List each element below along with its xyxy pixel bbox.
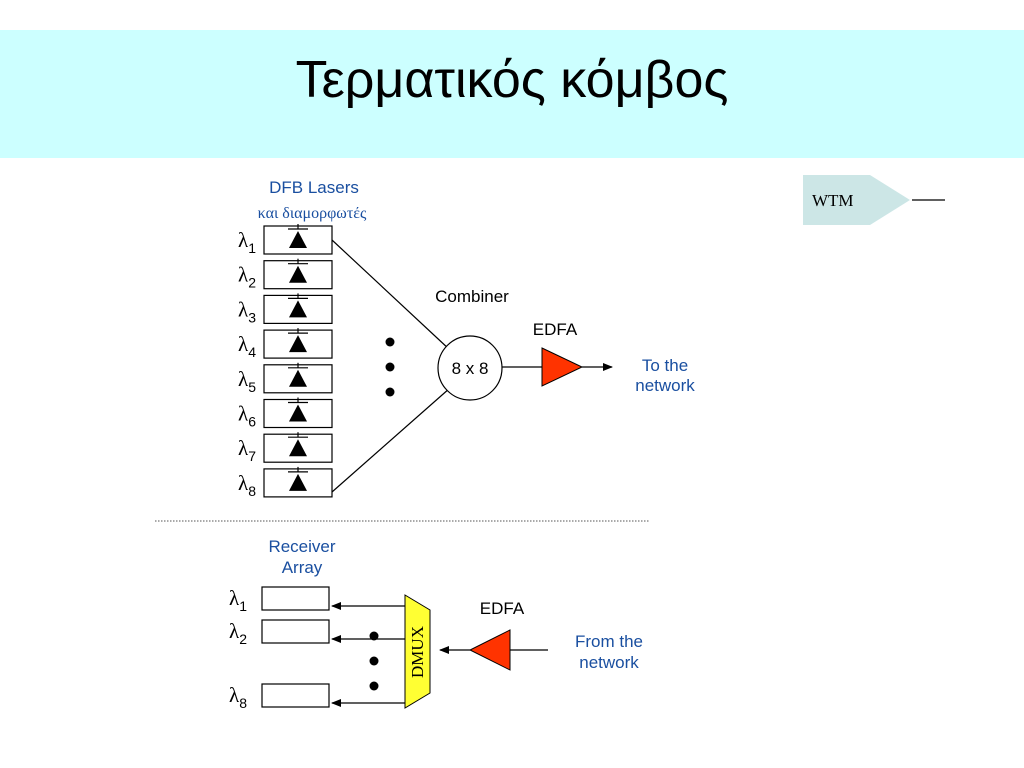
laser-diode-icon: [289, 300, 307, 318]
tx-edfa-triangle: [541, 347, 584, 387]
wavelength-symbol: λ: [229, 683, 240, 707]
lasers-subtitle: και διαμορφωτές: [258, 205, 367, 222]
laser-wavelength-label: λ3: [238, 297, 256, 325]
laser-row: λ4: [238, 328, 333, 360]
receiver-wavelength-label: λ1: [229, 586, 247, 614]
receiver-box: [261, 683, 330, 708]
wavelength-symbol: λ: [238, 297, 249, 321]
receiver-wavelength-label: λ8: [229, 683, 247, 711]
laser-diode-icon: [289, 404, 307, 422]
wavelength-index: 5: [248, 379, 256, 395]
wavelength-index: 2: [239, 631, 247, 647]
laser-row: λ3: [238, 293, 333, 325]
ellipsis-dot: [369, 656, 379, 666]
wtm-legend: WTM: [803, 175, 945, 225]
tx-output-label-line1: To the: [642, 356, 688, 375]
tx-output-label-line2: network: [635, 376, 695, 395]
wavelength-index: 6: [248, 414, 256, 430]
laser-row: λ7: [238, 432, 333, 464]
fanin-line-bottom: [331, 387, 451, 493]
laser-diode-icon: [289, 231, 307, 248]
laser-diode-icon: [289, 335, 307, 353]
wavelength-symbol: λ: [229, 586, 240, 610]
wavelength-symbol: λ: [238, 436, 249, 460]
wavelength-index: 2: [248, 275, 256, 291]
laser-wavelength-label: λ4: [238, 332, 256, 360]
rx-edfa-triangle: [468, 629, 511, 671]
receiver-row: λ1: [229, 586, 405, 614]
wavelength-index: 1: [239, 598, 247, 614]
tx-edfa-label: EDFA: [533, 320, 578, 339]
laser-wavelength-label: λ8: [238, 471, 256, 499]
laser-row: λ1: [238, 224, 333, 256]
combiner-ports: 8 x 8: [452, 359, 489, 378]
ellipsis-dot: [385, 362, 395, 372]
receiver-box: [261, 586, 330, 611]
laser-wavelength-label: λ1: [238, 228, 256, 256]
laser-row: λ6: [238, 397, 333, 430]
laser-wavelength-label: λ2: [238, 263, 256, 291]
ellipsis-dot: [385, 337, 395, 347]
laser-diode-icon: [289, 473, 307, 491]
wavelength-symbol: λ: [238, 402, 249, 426]
laser-row: λ2: [238, 258, 333, 291]
wavelength-index: 3: [248, 309, 256, 325]
combiner-circle: [437, 335, 503, 401]
wavelength-index: 8: [248, 483, 256, 499]
laser-row: λ5: [238, 362, 333, 395]
wavelength-index: 1: [248, 240, 256, 256]
ellipsis-dot: [369, 681, 379, 691]
wtm-legend-label: WTM: [812, 191, 854, 210]
ellipsis-dot: [385, 387, 395, 397]
wtm-legend-shape: [803, 175, 910, 225]
receiver-row: λ2: [229, 619, 405, 647]
wavelength-index: 4: [248, 344, 256, 360]
receiver-box: [261, 619, 330, 644]
laser-row: λ8: [238, 466, 333, 499]
laser-diode-icon: [289, 439, 307, 457]
laser-diode-icon: [289, 265, 307, 283]
rx-input-label-line2: network: [579, 653, 639, 672]
laser-wavelength-label: λ6: [238, 402, 256, 430]
rx-edfa-label: EDFA: [480, 599, 525, 618]
dmux-label: DMUX: [408, 626, 427, 678]
receiver-title-line1: Receiver: [268, 537, 335, 556]
laser-wavelength-label: λ5: [238, 367, 256, 395]
slide-title: Τερματικός κόμβος: [295, 51, 729, 109]
ellipsis-dot: [369, 631, 379, 641]
laser-wavelength-label: λ7: [238, 436, 256, 464]
title-band: [0, 30, 1024, 158]
wavelength-symbol: λ: [238, 367, 249, 391]
receiver-wavelength-label: λ2: [229, 619, 247, 647]
wavelength-symbol: λ: [238, 471, 249, 495]
wavelength-index: 7: [248, 448, 256, 464]
wavelength-symbol: λ: [238, 263, 249, 287]
laser-diode-icon: [289, 369, 307, 387]
combiner-label: Combiner: [435, 287, 509, 306]
wavelength-symbol: λ: [229, 619, 240, 643]
wavelength-index: 8: [239, 695, 247, 711]
receiver-title-line2: Array: [282, 558, 323, 577]
fanin-line-top: [331, 239, 451, 351]
dmux-block: [404, 594, 431, 709]
wavelength-symbol: λ: [238, 332, 249, 356]
lasers-title: DFB Lasers: [269, 178, 359, 197]
transmitter-section: DFB Lasers και διαμορφωτές λ1λ2λ3λ4λ5λ6λ…: [238, 178, 695, 499]
rx-input-label-line1: From the: [575, 632, 643, 651]
receiver-row: λ8: [229, 683, 405, 711]
wavelength-symbol: λ: [238, 228, 249, 252]
